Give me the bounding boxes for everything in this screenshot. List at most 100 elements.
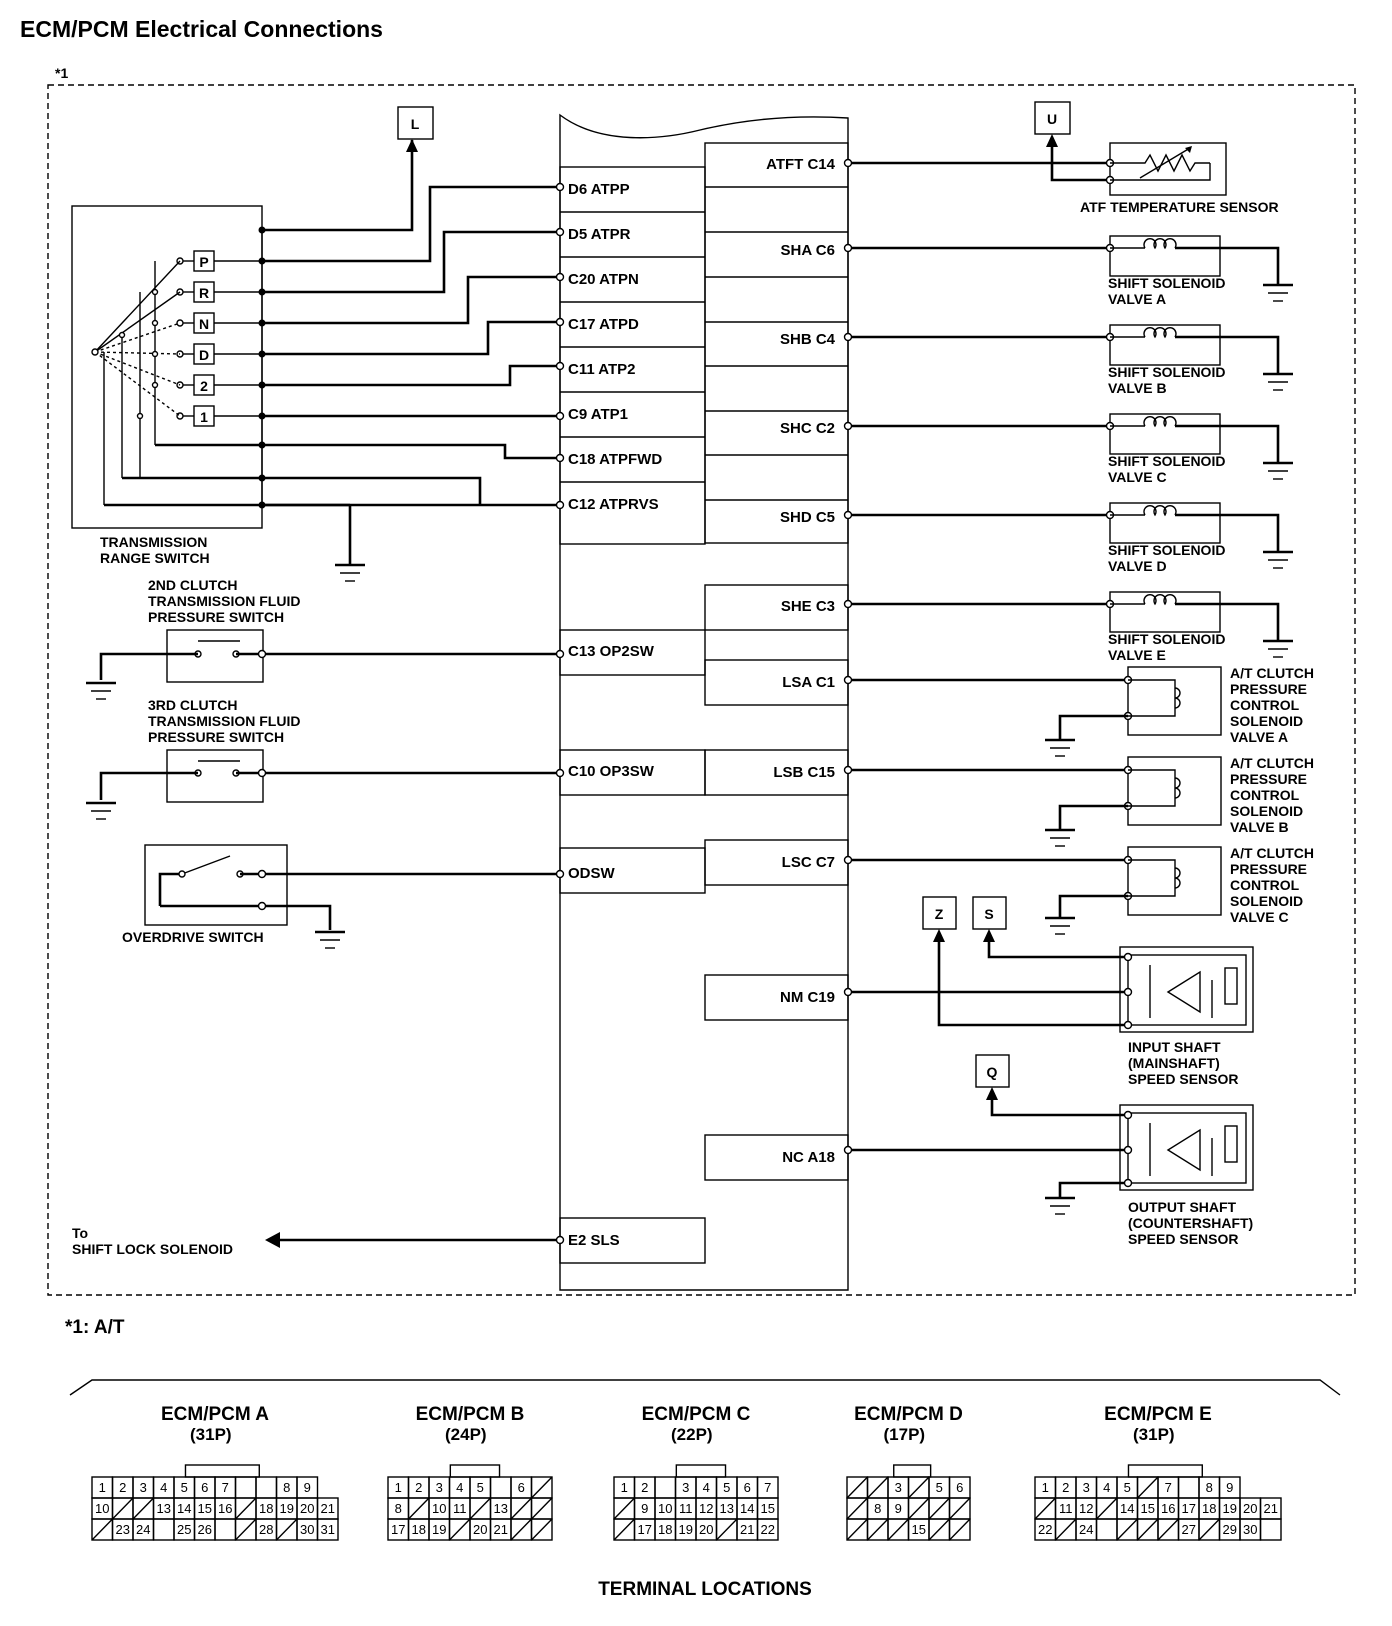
unused-pin-slash	[1095, 1497, 1118, 1520]
svg-text:VALVE C: VALVE C	[1108, 469, 1167, 485]
pin-number: 6	[956, 1480, 963, 1495]
pin-number: 4	[703, 1480, 710, 1495]
connector-ref-q	[975, 1054, 1010, 1088]
pin-label: C9 ATP1	[568, 406, 628, 423]
terminal-area-outline	[69, 1379, 1341, 1396]
svg-text:VALVE A: VALVE A	[1108, 291, 1166, 307]
pin-number: 1	[621, 1480, 628, 1495]
unused-pin-slash	[613, 1497, 636, 1520]
svg-text:PRESSURE SWITCH: PRESSURE SWITCH	[148, 609, 284, 625]
svg-text:SHIFT LOCK SOLENOID: SHIFT LOCK SOLENOID	[72, 1241, 233, 1257]
connector-ref-z	[922, 896, 957, 930]
unused-pin-slash	[613, 1518, 636, 1541]
right-pin-labels: ATFT C14 SHA C6 SHB C4 SHC C2 SHD C5 SHE…	[766, 156, 836, 1166]
pin-cell	[1259, 1518, 1282, 1541]
unused-pin-slash	[1116, 1518, 1139, 1541]
svg-text:VALVE C: VALVE C	[1230, 909, 1289, 925]
input-sensor-label-3: SPEED SENSOR	[1128, 1071, 1238, 1087]
pin-cell	[152, 1518, 175, 1541]
unused-pin-slash	[866, 1476, 889, 1499]
pin-label: SHD C5	[780, 509, 835, 526]
svg-text:Z: Z	[935, 906, 944, 922]
pin-label: LSC C7	[782, 854, 835, 871]
pin-label: C17 ATPD	[568, 316, 639, 333]
pin-number: 21	[494, 1522, 508, 1537]
unused-pin-slash	[928, 1497, 951, 1520]
pin-number: 4	[1103, 1480, 1110, 1495]
pin-label: NC A18	[782, 1149, 835, 1166]
pin-number: 14	[740, 1501, 754, 1516]
pin-number: 8	[395, 1501, 402, 1516]
pin-number: 2	[415, 1480, 422, 1495]
pin-number: 18	[259, 1501, 273, 1516]
svg-text:VALVE D: VALVE D	[1108, 558, 1167, 574]
unused-pin-slash	[887, 1518, 910, 1541]
pin-label: SHA C6	[781, 242, 835, 259]
svg-text:SHIFT SOLENOID: SHIFT SOLENOID	[1108, 542, 1225, 558]
pin-number: 7	[1165, 1480, 1172, 1495]
unused-pin-slash	[907, 1476, 930, 1499]
pin-number: 9	[895, 1501, 902, 1516]
pin-number: 16	[218, 1501, 232, 1516]
pin-number: 7	[222, 1480, 229, 1495]
unused-pin-slash	[275, 1518, 298, 1541]
svg-text:SOLENOID: SOLENOID	[1230, 803, 1303, 819]
pin-number: 18	[658, 1522, 672, 1537]
pin-number: 7	[764, 1480, 771, 1495]
svg-text:CONTROL: CONTROL	[1230, 697, 1300, 713]
pin-number: 3	[1083, 1480, 1090, 1495]
pin-number: 29	[1223, 1522, 1237, 1537]
svg-text:PRESSURE: PRESSURE	[1230, 681, 1307, 697]
page-title: ECM/PCM Electrical Connections	[20, 16, 383, 42]
pin-label: C18 ATPFWD	[568, 451, 662, 468]
svg-text:Q: Q	[987, 1064, 998, 1080]
output-sensor-label-3: SPEED SENSOR	[1128, 1231, 1238, 1247]
shift-solenoid-c: SHIFT SOLENOID VALVE C	[843, 413, 1293, 485]
pin-number: 17	[391, 1522, 405, 1537]
pin-number: 15	[761, 1501, 775, 1516]
pin-label: D5 ATPR	[568, 226, 631, 243]
atf-temperature-sensor: U ATF TEMPERATURE SENSOR	[843, 101, 1279, 215]
pin-cell	[1177, 1476, 1200, 1499]
pin-number: 10	[432, 1501, 446, 1516]
svg-text:To: To	[72, 1225, 88, 1241]
unused-pin-slash	[928, 1518, 951, 1541]
pin-number: 20	[300, 1501, 314, 1516]
unused-pin-slash	[846, 1497, 869, 1520]
unused-pin-slash	[715, 1518, 738, 1541]
connector-pin-count: (31P)	[1133, 1425, 1175, 1444]
range-position-p: P	[199, 254, 208, 270]
connector-latch	[893, 1464, 932, 1478]
at-section-frame	[47, 84, 1356, 1296]
pin-label: C13 OP2SW	[568, 643, 655, 660]
pin-label: NM C19	[780, 989, 835, 1006]
pin-label: ODSW	[568, 865, 616, 882]
svg-text:A/T CLUTCH: A/T CLUTCH	[1230, 845, 1314, 861]
pin-number: 10	[658, 1501, 672, 1516]
pin-number: 21	[1264, 1501, 1278, 1516]
connector-name: ECM/PCM C	[642, 1404, 751, 1425]
shift-solenoid-b: SHIFT SOLENOID VALVE B	[843, 324, 1293, 396]
pin-number: 8	[283, 1480, 290, 1495]
svg-text:L: L	[411, 116, 420, 132]
terminal-locations-label: TERMINAL LOCATIONS	[598, 1579, 812, 1600]
pin-number: 15	[198, 1501, 212, 1516]
pin-number: 18	[1202, 1501, 1216, 1516]
unused-pin-slash	[234, 1497, 257, 1520]
pin-label: C11 ATP2	[568, 361, 636, 378]
pin-number: 11	[679, 1501, 693, 1516]
unused-pin-slash	[234, 1518, 257, 1541]
unused-pin-slash	[1034, 1497, 1057, 1520]
connector-name: ECM/PCM B	[416, 1404, 525, 1425]
range-position-1: 1	[200, 409, 208, 425]
pin-number: 20	[1243, 1501, 1257, 1516]
unused-pin-slash	[510, 1497, 533, 1520]
pin-number: 9	[1226, 1480, 1233, 1495]
pin-cell	[1095, 1518, 1118, 1541]
unused-pin-slash	[1157, 1518, 1180, 1541]
pin-label: D6 ATPP	[568, 181, 630, 198]
shift-solenoid-e: SHIFT SOLENOID VALVE E	[843, 591, 1293, 663]
pin-number: 6	[518, 1480, 525, 1495]
